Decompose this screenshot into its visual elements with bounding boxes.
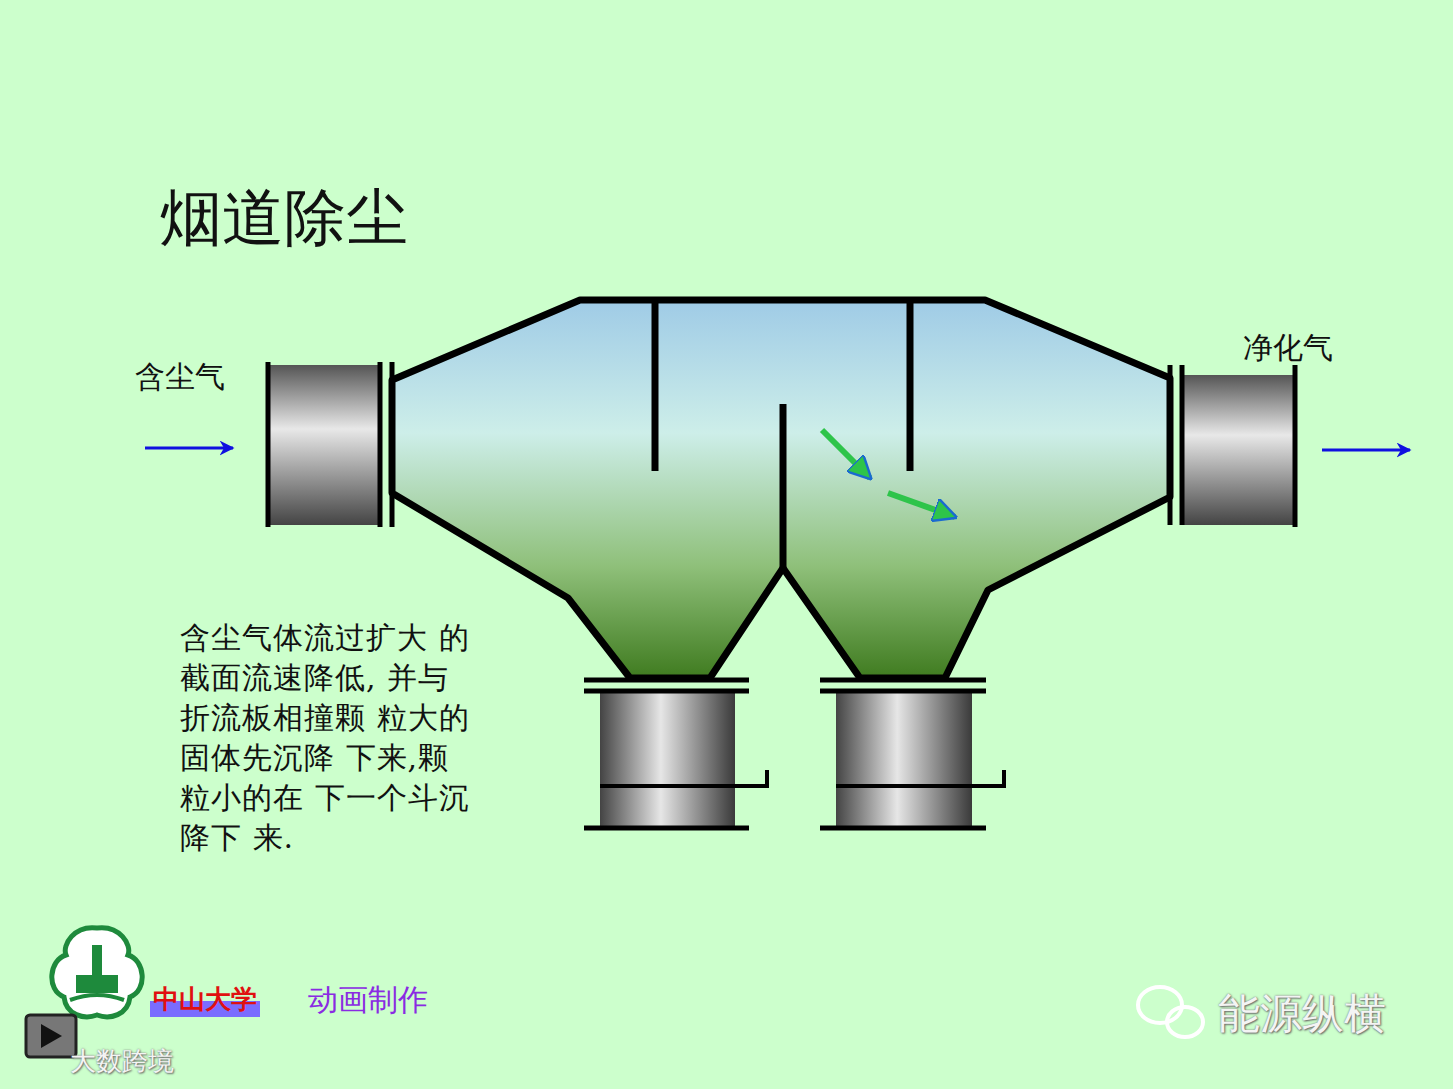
diagram-title: 烟道除尘 [160,176,408,260]
dust-hopper-bin [820,680,1004,828]
gas-flow-arrow [888,493,955,517]
flow-arrow [1322,449,1410,452]
inlet-label: 含尘气 [135,357,225,398]
explanation-note: 含尘气体流过扩大 的截面流速降低, 并与折流板相撞颗 粒大的固体先沉降 下来,颗… [180,618,472,858]
baffle-plates [655,300,910,568]
settling-chamber [392,300,1170,678]
inlet-pipe [268,362,392,527]
gas-flow-arrow [822,430,870,478]
dust-hopper-bin [584,680,767,828]
university-logo [52,928,142,1017]
watermark: 能源纵横 [1218,986,1386,1042]
outlet-label: 净化气 [1243,328,1333,369]
credit-label: 动画制作 [308,980,428,1021]
play-button-icon [26,1015,76,1057]
wechat-icon [1138,987,1203,1037]
university-name: 中山大学 [150,982,260,1017]
outlet-pipe [1170,365,1295,527]
flow-arrow [145,447,233,450]
watermark: 大数跨境 [70,1044,174,1079]
